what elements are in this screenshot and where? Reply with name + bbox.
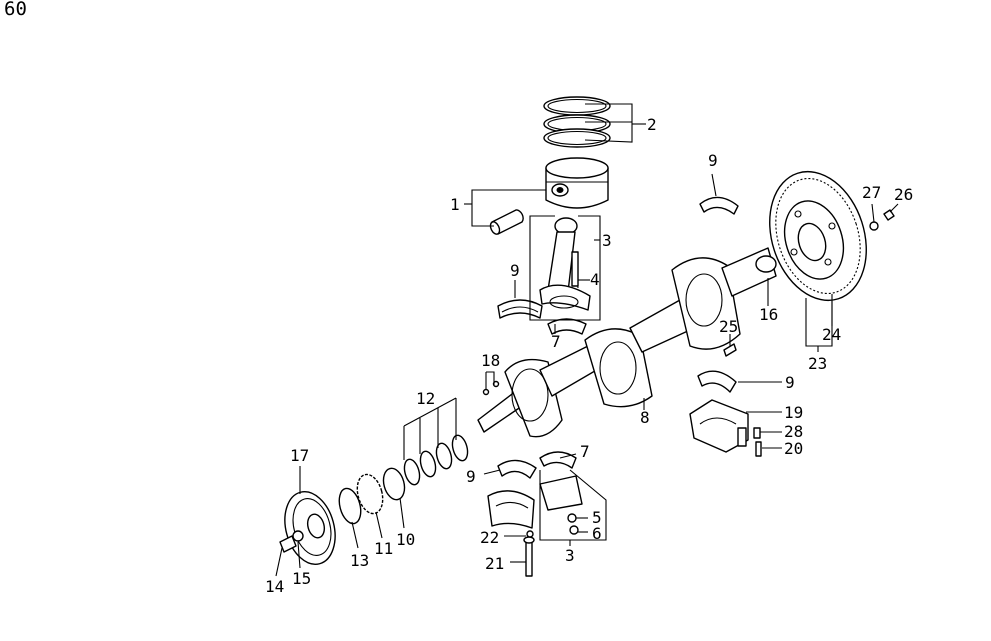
callout-1: 1 — [450, 195, 460, 214]
spacer-10 — [382, 467, 406, 501]
callout-23: 23 — [808, 354, 827, 373]
callout-7: 7 — [580, 442, 590, 461]
callout-10: 10 — [396, 530, 415, 549]
pulley-bolt — [279, 535, 297, 553]
bearing-shell-9-right — [697, 370, 737, 393]
pin-22 — [526, 530, 534, 538]
callout-22: 22 — [480, 528, 499, 547]
rod-cap-nuts — [539, 475, 583, 535]
leader-lines — [275, 103, 899, 577]
callout-9: 9 — [510, 261, 520, 280]
callout-6: 6 — [592, 524, 602, 543]
gear-11 — [356, 473, 384, 515]
spacer-13 — [338, 487, 362, 525]
shim-stack-12 — [403, 434, 469, 486]
callout-2: 2 — [647, 115, 657, 134]
page-number: 60 — [4, 0, 27, 20]
callout-26: 26 — [894, 185, 913, 204]
rod-cap-bottom — [487, 490, 535, 529]
washer-15 — [292, 530, 304, 542]
callout-9: 9 — [785, 373, 795, 392]
callout-18: 18 — [481, 351, 500, 370]
bolt-21 — [523, 536, 535, 577]
flywheel — [769, 170, 867, 302]
callout-28: 28 — [784, 422, 803, 441]
callout-8: 8 — [640, 408, 650, 427]
bolt-26 — [883, 209, 895, 221]
bearing-shell-9-bottom — [497, 459, 537, 479]
callout-3: 3 — [602, 231, 612, 250]
piston-pin — [489, 209, 524, 235]
callout-14: 14 — [265, 577, 284, 596]
callout-16: 16 — [759, 305, 778, 324]
callout-9: 9 — [466, 467, 476, 486]
crank-pulley — [284, 491, 336, 565]
callout-11: 11 — [374, 539, 393, 558]
connecting-rod — [539, 217, 591, 311]
callout-12: 12 — [416, 389, 435, 408]
callout-25: 25 — [719, 317, 738, 336]
callout-20: 20 — [784, 439, 803, 458]
piston-rings — [543, 96, 611, 148]
bearing-shell-7-bottom — [539, 451, 577, 469]
callout-17: 17 — [290, 446, 309, 465]
callout-15: 15 — [292, 569, 311, 588]
crankshaft — [477, 247, 777, 438]
bolt-25 — [723, 343, 737, 357]
callout-7: 7 — [551, 332, 561, 351]
callout-3: 3 — [565, 546, 575, 565]
callout-24: 24 — [822, 325, 841, 344]
washer-27 — [869, 221, 879, 231]
callout-labels: 1 2 3 4 5 6 7 7 8 9 9 9 9 10 11 12 13 14… — [265, 115, 913, 596]
callout-13: 13 — [350, 551, 369, 570]
callout-9: 9 — [708, 151, 718, 170]
bearing-shell-upper-left — [497, 299, 543, 319]
callout-19: 19 — [784, 403, 803, 422]
callout-21: 21 — [485, 554, 504, 573]
main-bearing-caps — [689, 399, 762, 457]
callout-5: 5 — [592, 508, 602, 527]
callout-27: 27 — [862, 183, 881, 202]
piston — [545, 157, 609, 209]
bearing-shell-upper-right — [699, 196, 739, 215]
callout-4: 4 — [590, 270, 600, 289]
